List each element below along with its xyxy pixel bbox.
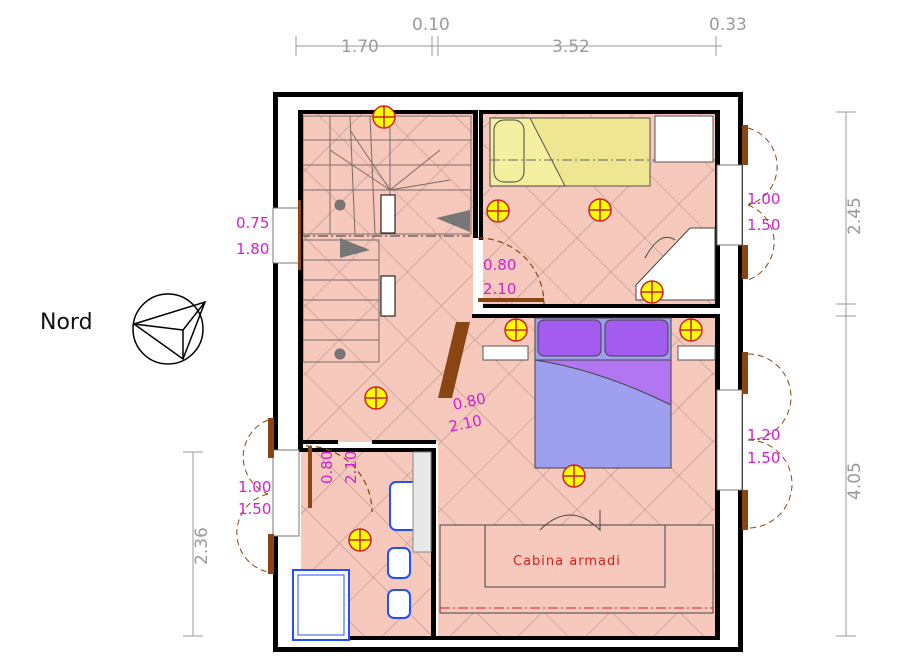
- single-bed: [489, 115, 715, 187]
- windows: [236, 125, 793, 574]
- dim-top-1: 1.70: [341, 37, 379, 57]
- double-bed: [482, 317, 716, 469]
- light-icon: [486, 199, 510, 223]
- door-bath-height: 2.10: [342, 451, 360, 484]
- door-bath-leaf: [308, 446, 312, 508]
- light-icon: [562, 464, 586, 488]
- dim-left-1: 2.36: [192, 527, 212, 565]
- win-left-top-width: 0.75: [236, 214, 269, 232]
- dim-top-3: 3.52: [552, 37, 590, 57]
- win-left-bot-width: 1.00: [238, 478, 271, 496]
- win-right-top-height: 1.50: [747, 216, 780, 234]
- dim-right-1: 2.45: [845, 197, 865, 235]
- dim-top-2: 0.10: [412, 15, 450, 35]
- light-icon: [364, 386, 388, 410]
- dim-right-2: 4.05: [845, 462, 865, 500]
- ceiling-lights: [348, 105, 703, 552]
- win-left-top-height: 1.80: [236, 240, 269, 258]
- door-stair-width: 0.80: [483, 256, 516, 274]
- dimension-lines: [183, 36, 856, 637]
- win-left-bot-height: 1.50: [238, 500, 271, 518]
- door-diagonal: [438, 322, 470, 398]
- walk-in-wardrobe: [439, 510, 714, 614]
- room-label-walk-in-wardrobe: Cabina armadi: [513, 554, 621, 569]
- win-right-top-width: 1.00: [747, 190, 780, 208]
- north-arrow-icon: [132, 293, 207, 365]
- north-label: Nord: [40, 310, 93, 335]
- win-right-mid-height: 1.50: [747, 449, 780, 467]
- doors: [305, 237, 545, 513]
- staircase: [300, 115, 472, 363]
- light-icon: [588, 198, 612, 222]
- light-icon: [372, 105, 396, 129]
- light-icon: [504, 318, 528, 342]
- bathroom-fixtures: [292, 451, 432, 641]
- light-icon: [640, 280, 664, 304]
- dim-top-4: 0.33: [709, 15, 747, 35]
- win-right-mid-width: 1.20: [747, 426, 780, 444]
- door-stair-height: 2.10: [483, 280, 516, 298]
- light-icon: [348, 528, 372, 552]
- light-icon: [679, 318, 703, 342]
- door-bath-width: 0.80: [318, 451, 336, 484]
- door-stair-leaf: [478, 298, 544, 302]
